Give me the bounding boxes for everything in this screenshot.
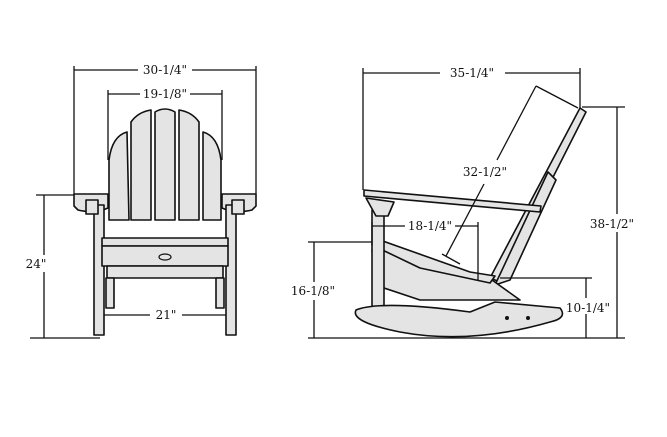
back-length-label: 32-1/2" bbox=[463, 165, 507, 179]
dimension-line bbox=[496, 85, 537, 161]
arm-bracket bbox=[365, 197, 395, 217]
front-view: 30-1/4" 19-1/8" 24" 21" bbox=[26, 63, 257, 339]
arm-height-label: 24" bbox=[26, 257, 47, 271]
front-leg bbox=[371, 209, 385, 311]
seat-apron bbox=[101, 245, 229, 267]
rocker-spacing-label: 21" bbox=[156, 308, 177, 322]
back-support bbox=[494, 171, 557, 286]
seat-rear-height-label: 10-1/4" bbox=[566, 301, 610, 315]
rear-leg-right bbox=[215, 277, 225, 309]
side-view: 35-1/4" 32-1/2" 18-1/4" 16-1/8" 10-1/4" … bbox=[291, 66, 634, 339]
right-arm-bracket bbox=[231, 199, 245, 215]
back-width-label: 19-1/8" bbox=[143, 87, 187, 101]
rocker-bolt bbox=[526, 316, 530, 320]
dimension-line bbox=[441, 253, 461, 265]
back-slat bbox=[130, 109, 152, 221]
armrest bbox=[363, 189, 542, 213]
seat-front-height-label: 16-1/8" bbox=[291, 284, 335, 298]
front-chair-drawing bbox=[73, 108, 257, 336]
rocker-bolt bbox=[505, 316, 509, 320]
dimension-line bbox=[445, 183, 485, 257]
rocker bbox=[354, 301, 564, 338]
overall-height-label: 38-1/2" bbox=[590, 217, 634, 231]
right-leg bbox=[225, 204, 237, 336]
back-slat bbox=[178, 109, 200, 221]
back-slat bbox=[108, 131, 130, 221]
seat-rail bbox=[106, 265, 224, 279]
seat-front bbox=[101, 237, 229, 247]
back-slat bbox=[154, 108, 176, 221]
back-slat bbox=[202, 131, 222, 221]
seat-depth-label: 18-1/4" bbox=[408, 219, 452, 233]
side-dimensions: 35-1/4" 32-1/2" 18-1/4" 16-1/8" 10-1/4" … bbox=[291, 66, 634, 339]
front-dimensions: 30-1/4" 19-1/8" 24" 21" bbox=[26, 63, 257, 339]
dimension-line bbox=[535, 85, 579, 109]
logo-plate bbox=[158, 253, 172, 261]
overall-depth-label: 35-1/4" bbox=[450, 66, 494, 80]
side-chair-drawing bbox=[354, 107, 587, 338]
overall-width-label: 30-1/4" bbox=[143, 63, 187, 77]
left-leg bbox=[93, 204, 105, 336]
rear-leg-left bbox=[105, 277, 115, 309]
left-arm-bracket bbox=[85, 199, 99, 215]
